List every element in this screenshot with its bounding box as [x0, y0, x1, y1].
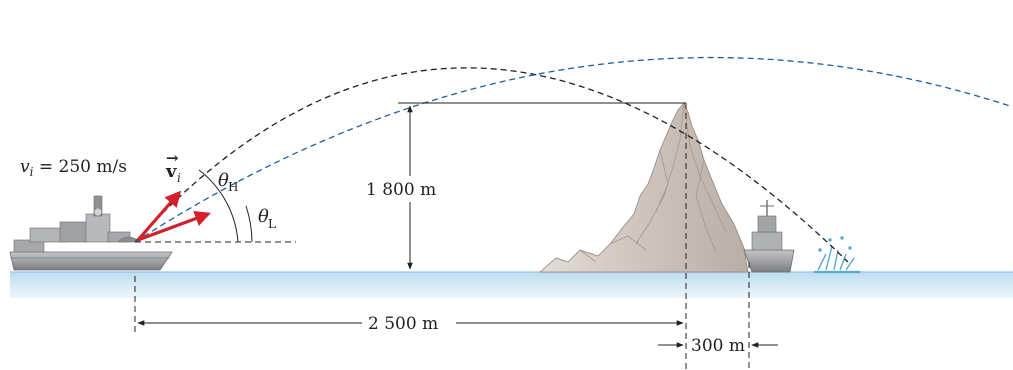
high-angle-trajectory — [134, 67, 849, 263]
launch-ship — [9, 195, 173, 271]
velocity-vector-low — [137, 210, 211, 242]
distance-300-label: 300 m — [691, 336, 745, 356]
initial-speed-label: vi = 250 m/s — [20, 157, 127, 179]
height-label-bg — [362, 176, 458, 202]
target-ship — [743, 200, 795, 273]
svg-text:H: H — [228, 180, 238, 194]
svg-text:v: v — [165, 161, 177, 182]
svg-text:i: i — [177, 171, 181, 185]
svg-text:L: L — [268, 217, 276, 231]
svg-text:→: → — [166, 149, 179, 167]
theta-low-arc — [245, 205, 253, 243]
distance-2500-label: 2 500 m — [368, 314, 438, 334]
splash — [814, 236, 860, 274]
velocity-vector-high — [136, 190, 182, 242]
theta-high-label: θ H — [218, 170, 238, 194]
theta-high-arc — [198, 169, 239, 243]
velocity-vector-label: → v i — [165, 149, 181, 185]
svg-text:θ: θ — [218, 170, 229, 191]
svg-text:θ: θ — [258, 206, 269, 227]
mountain-island — [538, 102, 749, 273]
height-label: 1 800 m — [366, 180, 436, 200]
sea — [10, 272, 1013, 298]
theta-low-label: θ L — [258, 206, 276, 231]
low-angle-trajectory — [134, 57, 1011, 243]
